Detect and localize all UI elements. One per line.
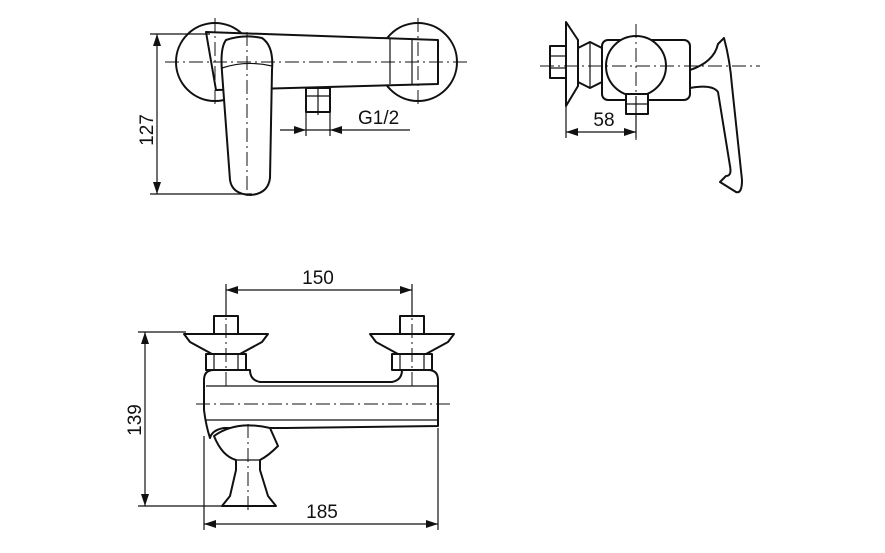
dim-width-top: 185: [306, 502, 338, 523]
dim-height-top: 139: [125, 404, 146, 436]
dim-thread: G1/2: [358, 108, 399, 129]
dim-depth-side: 58: [593, 110, 614, 131]
side-lever: [689, 37, 743, 194]
dim-height-front: 127: [137, 114, 158, 146]
side-flange: [565, 21, 579, 107]
dim-center-spacing: 150: [302, 268, 334, 289]
top-view: 150 139 185: [125, 268, 455, 530]
front-view: 127 G1/2: [137, 18, 470, 198]
top-handle: [213, 424, 279, 507]
side-view: 58: [540, 21, 760, 194]
